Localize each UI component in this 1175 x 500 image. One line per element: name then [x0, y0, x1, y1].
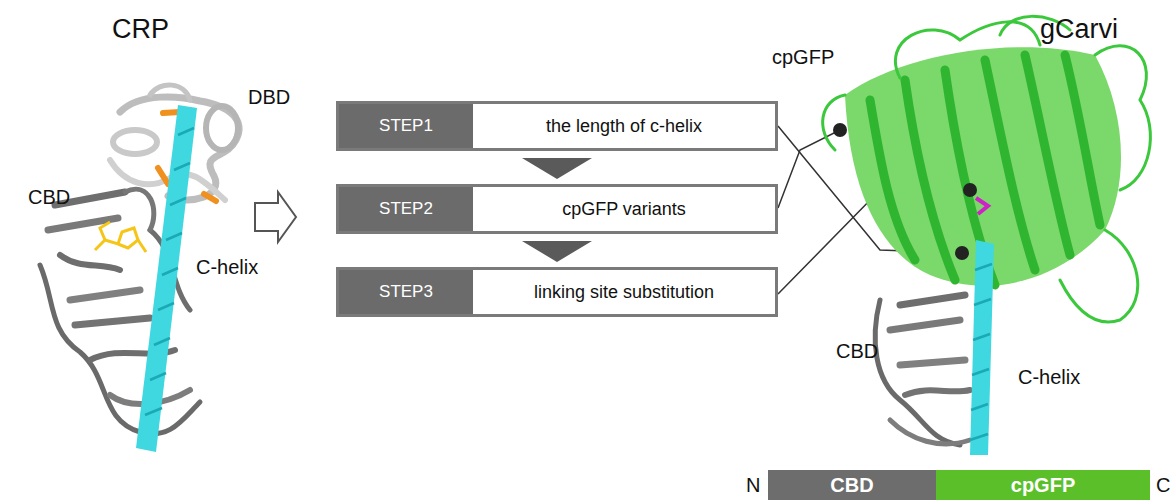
step-arrow [522, 158, 592, 179]
step-description: linking site substitution [473, 270, 775, 314]
step-description: cpGFP variants [473, 187, 775, 231]
domain-label: CBD [836, 340, 878, 363]
domain-name: cpGFP [1011, 474, 1075, 497]
domain-label: C-helix [1018, 366, 1080, 389]
hollow-arrow [255, 192, 296, 242]
domain-bar: cpGFP [936, 470, 1150, 500]
domain-label: cpGFP [772, 46, 834, 69]
terminus-label: N [746, 474, 760, 497]
c-helix [136, 105, 197, 452]
step-description: the length of c-helix [473, 104, 775, 148]
linking-site-mark [976, 198, 988, 214]
step-box: STEP2cpGFP variants [336, 184, 778, 234]
protein-name: gCarvi [1040, 14, 1118, 45]
domain-bar: CBD [768, 470, 936, 500]
c-helix [970, 240, 994, 455]
cAMP-ligand [95, 222, 146, 252]
leader-dot [833, 123, 977, 260]
step-box: STEP1the length of c-helix [336, 101, 778, 151]
domain-label: CBD [28, 186, 70, 209]
cbd-ribbon [875, 295, 970, 445]
domain-label: C-helix [196, 256, 258, 279]
domain-label: DBD [248, 86, 290, 109]
step-arrow [522, 241, 592, 262]
step-number: STEP1 [339, 104, 473, 148]
domain-name: CBD [830, 474, 873, 497]
step-number: STEP2 [339, 187, 473, 231]
terminus-label: C [1156, 474, 1170, 497]
step-box: STEP3linking site substitution [336, 267, 778, 317]
protein-name: CRP [112, 14, 169, 45]
step-number: STEP3 [339, 270, 473, 314]
